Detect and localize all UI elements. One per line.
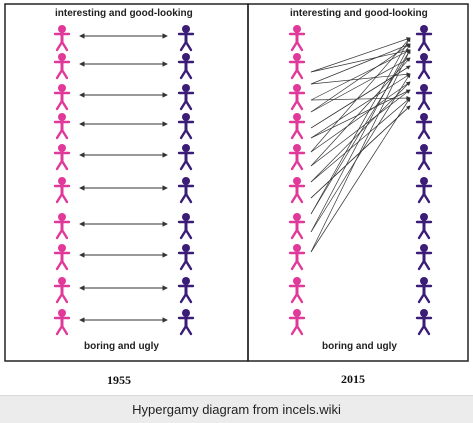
right-arrow-26 [310,97,411,253]
right-woman-figure-9 [288,277,306,304]
left-woman-figure-6 [53,177,71,204]
left-woman-figure-8 [53,244,71,271]
right-arrow-8 [310,43,411,113]
right-man-figure-7 [415,213,433,240]
left-man-figure-6 [177,177,195,204]
right-woman-figure-10 [288,309,306,336]
left-man-figure-4 [177,113,195,140]
left-man-figure-3 [177,84,195,111]
left-panel-border [4,3,249,362]
right-man-figure-2 [415,53,433,80]
left-woman-figure-3 [53,84,71,111]
right-arrow-15 [310,89,411,167]
left-woman-figure-10 [53,309,71,336]
right-man-figure-6 [415,177,433,204]
right-woman-figure-6 [288,177,306,204]
left-year-label: 1955 [107,373,131,387]
right-arrow-3 [310,43,411,85]
left-woman-figure-2 [53,53,71,80]
right-arrow-22 [310,49,411,215]
caption-bar: Hypergamy diagram from incels.wiki [0,395,473,423]
right-woman-figure-2 [288,53,306,80]
right-arrow-20 [310,105,411,199]
right-panel-border [247,3,469,362]
right-arrow-25 [310,49,411,253]
diagram-canvas [4,3,469,362]
right-woman-figure-7 [288,213,306,240]
left-woman-figure-9 [53,277,71,304]
right-arrow-21 [310,37,411,215]
right-man-figure-10 [415,309,433,336]
left-man-figure-9 [177,277,195,304]
right-woman-figure-8 [288,244,306,271]
right-arrow-17 [310,97,411,183]
right-arrow-24 [310,73,411,233]
right-arrow-11 [310,73,411,139]
right-arrow-2 [310,48,411,73]
left-man-figure-2 [177,53,195,80]
right-man-figure-1 [415,25,433,52]
right-arrow-7 [310,57,411,113]
right-man-figure-4 [415,113,433,140]
right-arrow-12 [310,89,411,139]
left-woman-figure-7 [53,213,71,240]
right-man-figure-5 [415,144,433,171]
left-man-figure-7 [177,213,195,240]
left-arrows-group [79,33,168,323]
left-woman-figure-5 [53,144,71,171]
right-woman-figure-4 [288,113,306,140]
right-top-label: interesting and good-looking [290,8,428,19]
left-top-label: interesting and good-looking [55,8,193,19]
figures-group [53,25,433,336]
left-man-figure-10 [177,309,195,336]
right-year-label: 2015 [341,372,365,386]
right-arrow-1 [310,37,411,73]
left-man-figure-8 [177,244,195,271]
hypergamy-figure: interesting and good-looking boring and … [4,3,469,387]
right-man-figure-3 [415,84,433,111]
right-woman-figure-5 [288,144,306,171]
right-arrows-group [310,37,411,253]
left-man-figure-1 [177,25,195,52]
right-woman-figure-3 [288,84,306,111]
right-man-figure-8 [415,244,433,271]
left-woman-figure-4 [53,113,71,140]
right-arrow-5 [310,49,411,101]
right-man-figure-9 [415,277,433,304]
caption: Hypergamy diagram from incels.wiki [132,402,341,417]
right-woman-figure-1 [288,25,306,52]
left-woman-figure-1 [53,25,71,52]
right-arrow-13 [310,81,411,153]
right-bottom-label: boring and ugly [322,341,397,352]
right-arrow-23 [310,43,411,233]
left-man-figure-5 [177,144,195,171]
right-arrow-14 [310,37,411,153]
left-bottom-label: boring and ugly [84,341,159,352]
